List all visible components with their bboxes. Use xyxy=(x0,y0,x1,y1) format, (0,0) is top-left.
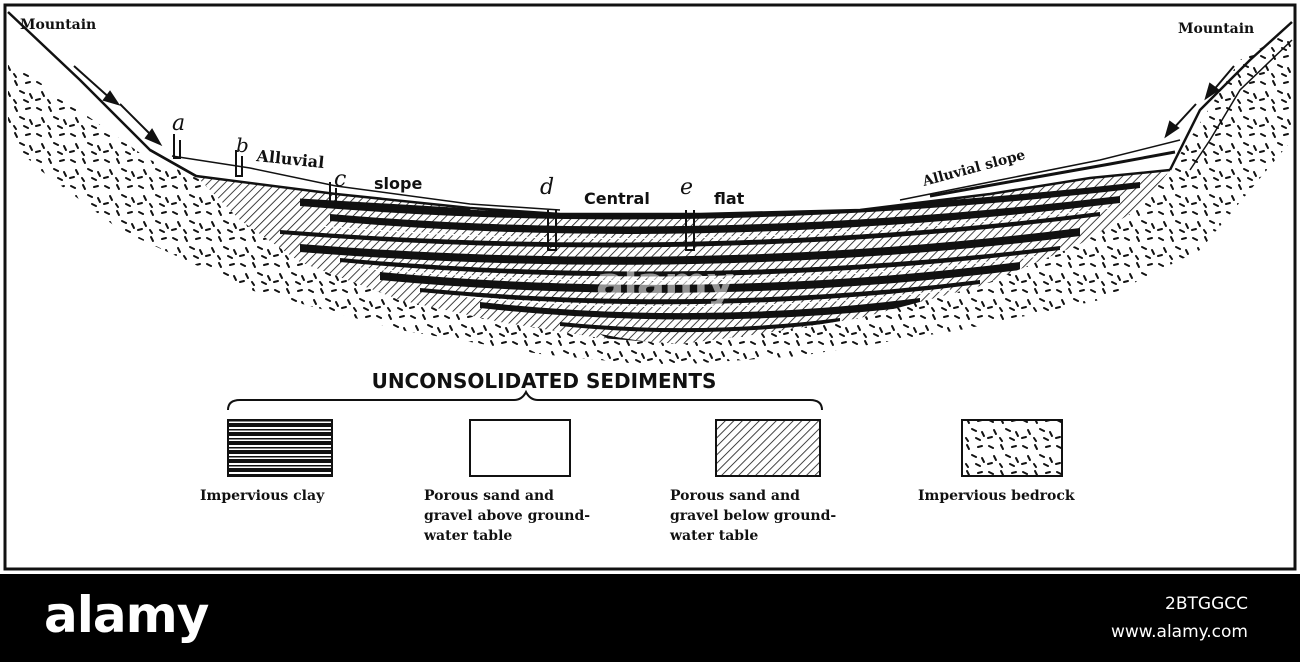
legend-swatch-bedrock xyxy=(961,419,1063,477)
watermark-url: www.alamy.com xyxy=(1110,622,1248,642)
watermark-center-logo: alamy xyxy=(596,258,734,307)
image-code: 2BTGGCC xyxy=(1165,594,1248,614)
well-e-label: e xyxy=(680,175,693,200)
legend-item-porous-below: Porous sand and gravel below ground- wat… xyxy=(669,419,836,544)
legend-label-bedrock: Impervious bedrock xyxy=(918,488,1075,504)
bedrock-region xyxy=(8,8,1292,366)
legend-heading: UNCONSOLIDATED SEDIMENTS xyxy=(372,369,717,393)
well-a-label: a xyxy=(172,111,185,136)
legend-swatch-porous-above xyxy=(469,419,571,477)
label-mountain-left: Mountain xyxy=(20,17,96,33)
label-slope-left: slope xyxy=(374,174,422,193)
well-b-label: b xyxy=(236,133,249,157)
geologic-cross-section-illustration: Mountain Mountain a b Alluvial c slope d… xyxy=(3,3,1297,571)
legend-label-clay: Impervious clay xyxy=(200,488,325,504)
legend-label-porous-above-line-1: Porous sand and xyxy=(424,488,554,504)
legend-item-impervious-bedrock: Impervious bedrock xyxy=(918,419,1075,504)
legend-label-porous-below-line-1: Porous sand and xyxy=(670,488,800,504)
legend-item-impervious-clay: Impervious clay xyxy=(200,419,333,504)
alamy-logo: alamy xyxy=(44,586,209,644)
legend-label-porous-below-line-3: water table xyxy=(669,528,758,544)
well-d-label: d xyxy=(540,175,554,200)
well-c-label: c xyxy=(334,167,346,192)
legend-swatch-clay xyxy=(227,419,333,477)
legend-label-porous-above-line-3: water table xyxy=(423,528,512,544)
legend-label-porous-above-line-2: gravel above ground- xyxy=(424,508,590,524)
watermark-footer-bar: alamy 2BTGGCC www.alamy.com xyxy=(0,574,1300,662)
legend-label-porous-below-line-2: gravel below ground- xyxy=(670,508,836,524)
legend-swatch-porous-below xyxy=(715,419,821,477)
label-mountain-right: Mountain xyxy=(1178,21,1254,37)
label-central: Central xyxy=(584,189,650,208)
legend-item-porous-above: Porous sand and gravel above ground- wat… xyxy=(423,419,590,544)
label-flat: flat xyxy=(714,189,745,208)
legend-brace xyxy=(227,389,823,411)
